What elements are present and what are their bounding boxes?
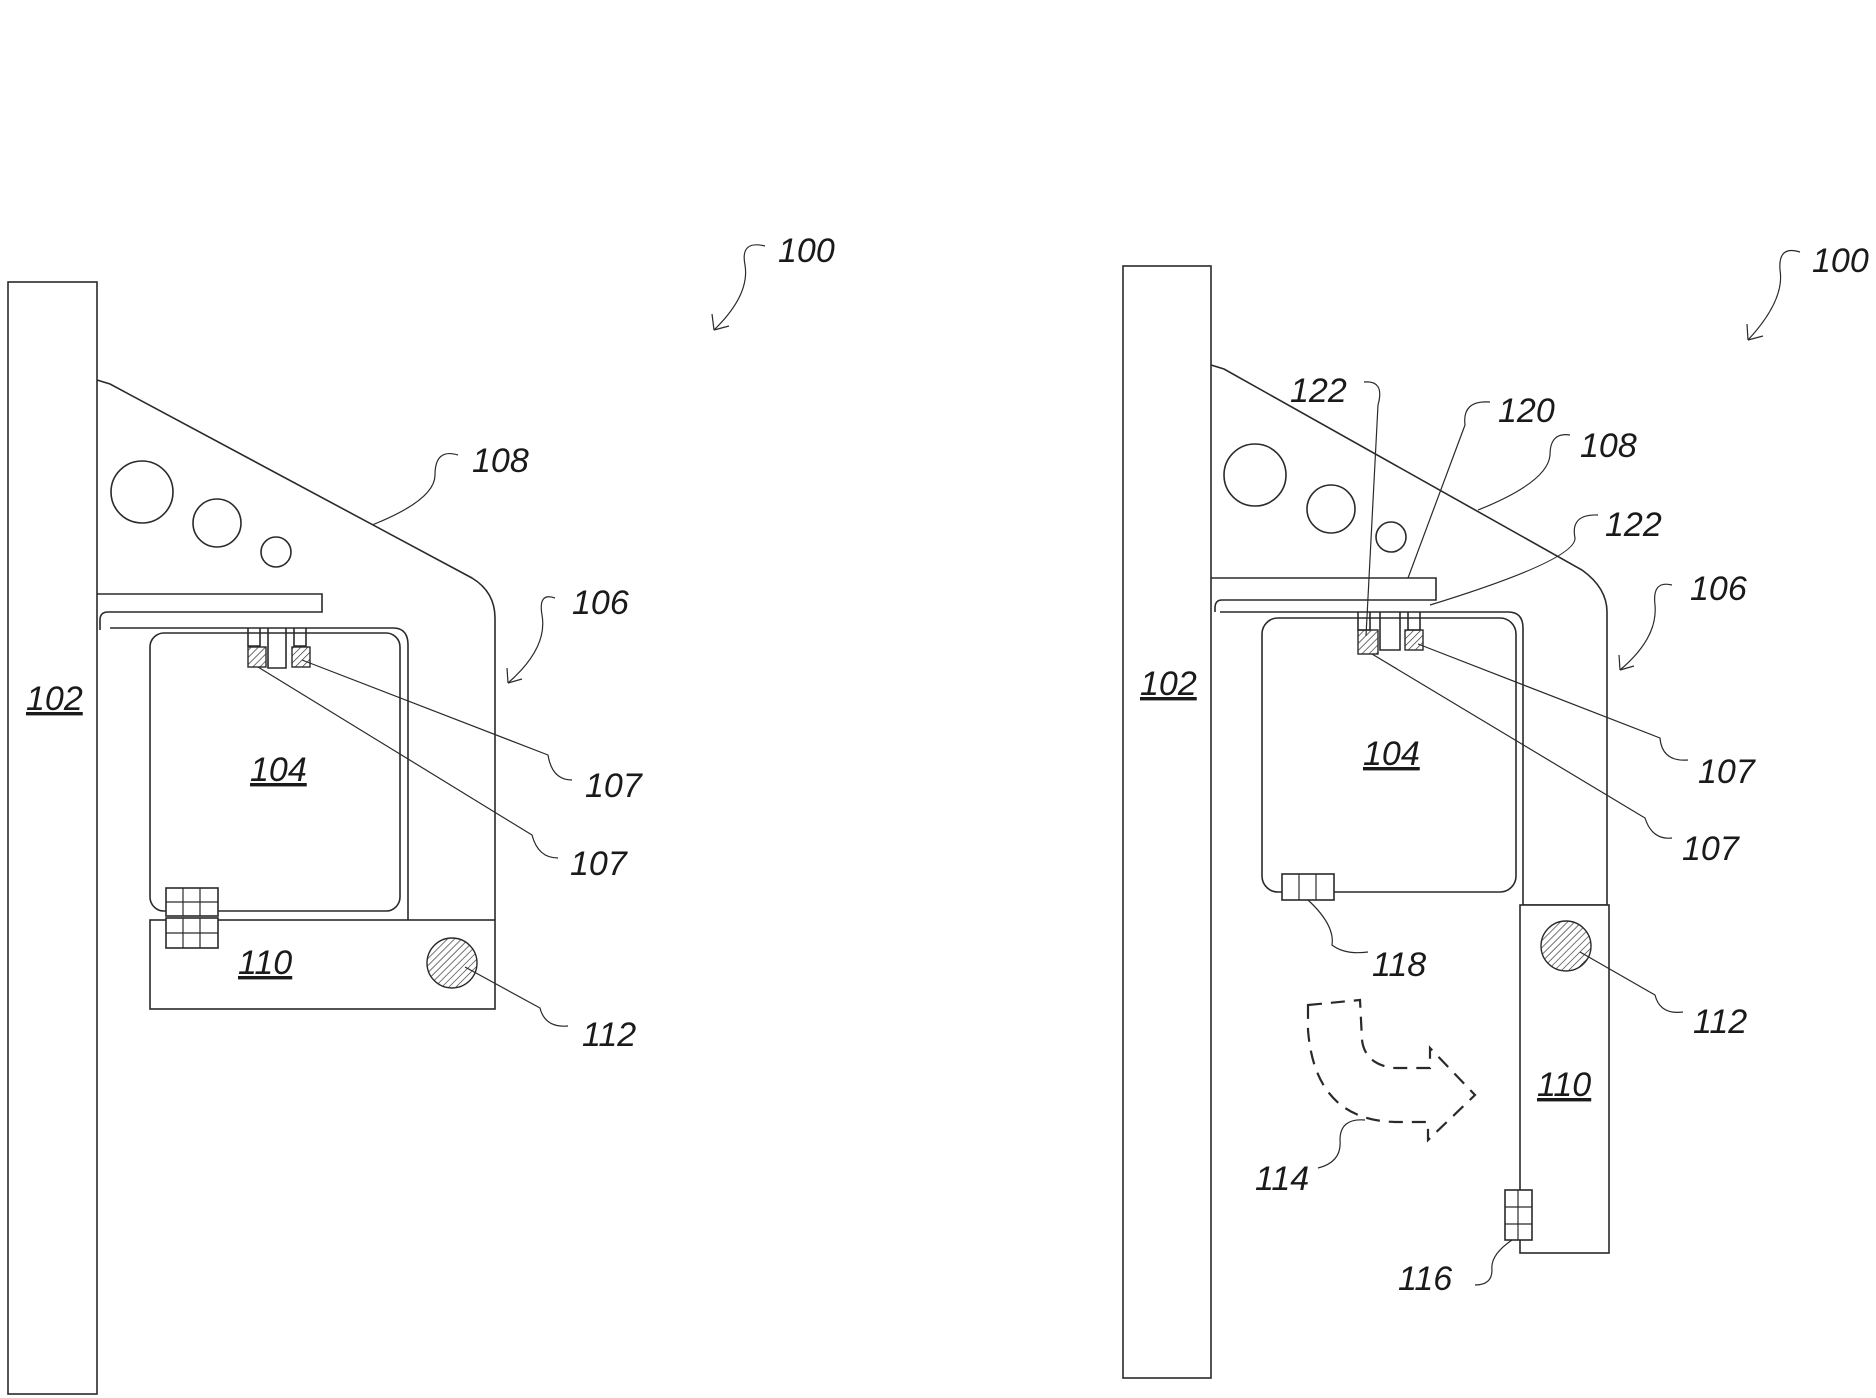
leader-116 (1475, 1240, 1512, 1285)
tab-107-a (1358, 630, 1378, 654)
label-fastener: 112 (1693, 1003, 1747, 1041)
label-device: 104 (1363, 735, 1420, 773)
figure-left: 102 104 110 (8, 232, 835, 1394)
label-slot-b: 122 (1605, 506, 1662, 544)
label-door: 110 (1537, 1066, 1591, 1104)
label-assembly: 100 (778, 232, 835, 270)
rail-120 (1211, 578, 1436, 612)
bracket-hole-large (111, 461, 173, 523)
leader-114 (1318, 1120, 1365, 1168)
leader-106 (508, 597, 555, 683)
leader-118 (1308, 900, 1368, 953)
bracket-hole-small (1376, 522, 1406, 552)
bracket-hole-large (1224, 444, 1286, 506)
latch-block-door (1505, 1190, 1532, 1240)
leader-122-right (1430, 515, 1598, 605)
motion-arrow (1308, 1000, 1475, 1140)
leader-108 (372, 454, 458, 525)
tab-107-a (248, 647, 266, 667)
bracket-hole-medium (193, 499, 241, 547)
latch-block-door (166, 918, 218, 948)
leader-108 (1478, 435, 1570, 510)
leader-120 (1408, 402, 1490, 578)
fastener-hinge (1541, 921, 1591, 971)
label-latch-device: 118 (1372, 946, 1426, 984)
label-slot-a: 122 (1290, 372, 1347, 410)
latch-block-device (1282, 874, 1334, 900)
leader-100 (1748, 250, 1800, 340)
label-assembly: 100 (1812, 242, 1869, 280)
latch-block-device (166, 888, 218, 916)
leader-100 (714, 245, 765, 330)
label-tab-b: 107 (570, 845, 628, 883)
label-door: 110 (238, 944, 292, 982)
bracket-ledge (97, 594, 322, 630)
label-housing: 106 (572, 584, 629, 622)
label-tab-b: 107 (1682, 830, 1740, 868)
fastener-hinge (427, 938, 477, 988)
leader-106 (1620, 584, 1672, 670)
label-wall: 102 (1140, 665, 1197, 703)
wall-panel (1123, 266, 1211, 1378)
label-tab-a: 107 (585, 767, 643, 805)
bracket-hole-small (261, 537, 291, 567)
label-bracket: 108 (472, 442, 529, 480)
figure-right: 102 104 110 (1123, 242, 1869, 1378)
tab-107-b (292, 647, 310, 667)
label-device: 104 (250, 751, 307, 789)
bracket-hole-medium (1307, 485, 1355, 533)
label-bracket: 108 (1580, 427, 1637, 465)
label-wall: 102 (26, 680, 83, 718)
arrow-106 (1619, 655, 1634, 670)
label-fastener: 112 (582, 1016, 636, 1054)
wall-panel (8, 282, 97, 1394)
label-tab-a: 107 (1698, 753, 1756, 791)
tab-107-b (1405, 630, 1423, 650)
leader-122-top (1364, 382, 1380, 636)
label-latch-door: 116 (1398, 1260, 1452, 1298)
label-housing: 106 (1690, 570, 1747, 608)
label-motion: 114 (1255, 1160, 1309, 1198)
arrow-106 (507, 668, 522, 683)
label-rail: 120 (1498, 392, 1555, 430)
